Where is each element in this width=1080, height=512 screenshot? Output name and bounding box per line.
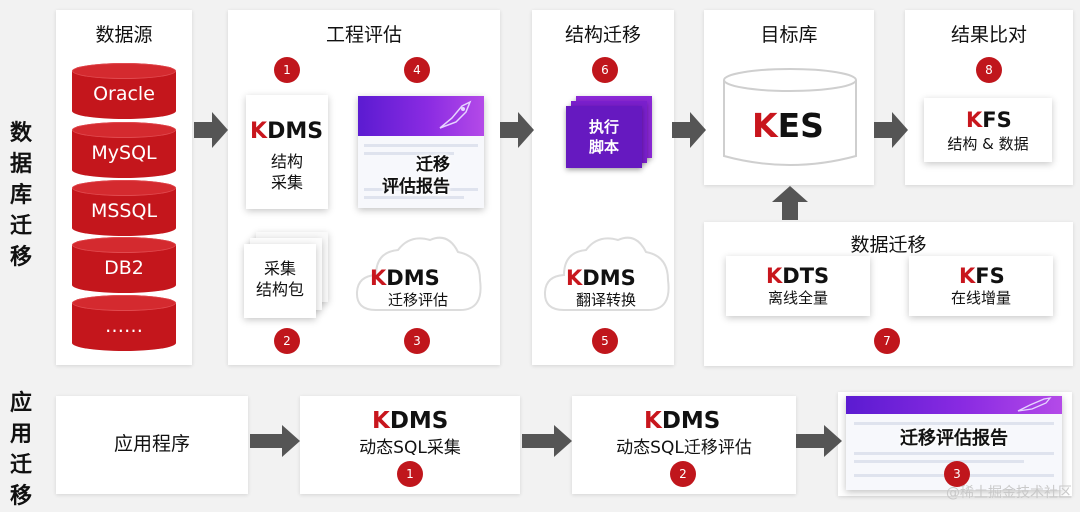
kdms-logo: KDMS xyxy=(644,408,721,434)
arrow-right-icon xyxy=(796,425,842,457)
kdms-logo: KDMS xyxy=(250,119,324,144)
arrow-right-icon xyxy=(500,112,534,148)
report-thumbnail-top: 迁移 评估报告 xyxy=(358,96,484,208)
card-label: 动态SQL迁移评估 xyxy=(616,438,752,458)
side-label-app-migration: 应 用 迁 移 xyxy=(9,391,32,509)
kdts-logo: KDTS xyxy=(766,264,830,288)
section-title-data-source: 数据源 xyxy=(95,24,153,46)
card-label: 应用程序 xyxy=(113,433,190,455)
card-dyn-sql-assess: KDMS 动态SQL迁移评估 xyxy=(572,396,796,494)
step-badge: 1 xyxy=(274,57,300,83)
db-cylinder-oracle: Oracle xyxy=(72,63,176,119)
rocket-icon xyxy=(439,100,472,129)
card-app-program: 应用程序 xyxy=(56,396,248,494)
step-badge: 7 xyxy=(874,328,900,354)
card-kfs-compare: KFS 结构 & 数据 xyxy=(924,98,1052,162)
card-label: 迁移评估 xyxy=(387,291,448,309)
exec-script-card: 执行 脚本 xyxy=(566,106,642,168)
card-kdts: KDTS 离线全量 xyxy=(726,256,870,316)
card-dyn-sql-collect: KDMS 动态SQL采集 xyxy=(300,396,520,494)
arrow-right-icon xyxy=(250,425,300,457)
step-badge: 8 xyxy=(976,57,1002,83)
card-struct-collect: KDMS 结构 采集 xyxy=(246,95,328,209)
db-label: DB2 xyxy=(104,257,144,279)
db-cylinder-mysql: MySQL xyxy=(72,122,176,178)
cloud-icon xyxy=(355,236,482,311)
section-title-data-migration: 数据迁移 xyxy=(850,234,927,256)
kes-logo: KES xyxy=(752,106,824,145)
section-title-engineering-assessment: 工程评估 xyxy=(325,24,402,46)
section-title-result-compare: 结果比对 xyxy=(950,24,1027,46)
arrow-right-icon xyxy=(522,425,572,457)
card-label: 采集 结构包 xyxy=(255,259,304,299)
card-label: 动态SQL采集 xyxy=(359,438,461,458)
card-label: 在线增量 xyxy=(950,289,1011,307)
cloud-icon xyxy=(543,236,670,311)
db-label: MSSQL xyxy=(90,200,158,222)
rocket-icon xyxy=(1017,397,1052,412)
db-cylinder-db2: DB2 xyxy=(72,237,176,293)
db-cylinder-more: …… xyxy=(72,295,176,351)
section-title-target-db: 目标库 xyxy=(760,24,818,46)
report-label: 迁移 评估报告 xyxy=(382,155,450,197)
db-label: Oracle xyxy=(93,83,155,105)
kfs-logo: KFS xyxy=(959,264,1005,288)
arrow-right-icon xyxy=(672,112,706,148)
card-label: 结构 采集 xyxy=(270,152,303,192)
db-cylinder-mssql: MSSQL xyxy=(72,180,176,236)
report-label: 迁移评估报告 xyxy=(900,428,1008,449)
kdms-logo: KDMS xyxy=(370,266,440,290)
kfs-logo: KFS xyxy=(966,108,1012,132)
arrow-up-icon xyxy=(772,186,808,220)
arrow-right-icon xyxy=(194,112,228,148)
card-kfs-online: KFS 在线增量 xyxy=(909,256,1053,316)
step-badge: 2 xyxy=(274,328,300,354)
card-package: 采集 结构包 xyxy=(244,244,316,318)
card-label: 结构 & 数据 xyxy=(947,135,1029,153)
db-label: MySQL xyxy=(91,142,157,164)
step-badge: 6 xyxy=(592,57,618,83)
database-cylinder-icon xyxy=(723,68,857,166)
step-badge: 4 xyxy=(404,57,430,83)
side-label-db-migration: 数 据 库 迁 移 xyxy=(9,121,32,270)
card-label: 离线全量 xyxy=(767,289,828,307)
step-badge: 1 xyxy=(397,461,423,487)
step-badge: 3 xyxy=(404,328,430,354)
step-badge: 2 xyxy=(670,461,696,487)
card-label: 翻译转换 xyxy=(575,291,636,309)
arrow-right-icon xyxy=(874,112,908,148)
db-label: …… xyxy=(105,315,143,337)
section-title-structure-migration: 结构迁移 xyxy=(564,24,641,46)
kdms-logo: KDMS xyxy=(566,266,636,290)
step-badge: 5 xyxy=(592,328,618,354)
step-badge: 3 xyxy=(944,461,970,487)
watermark: @稀土掘金技术社区 xyxy=(946,485,1072,501)
kdms-logo: KDMS xyxy=(372,408,449,434)
